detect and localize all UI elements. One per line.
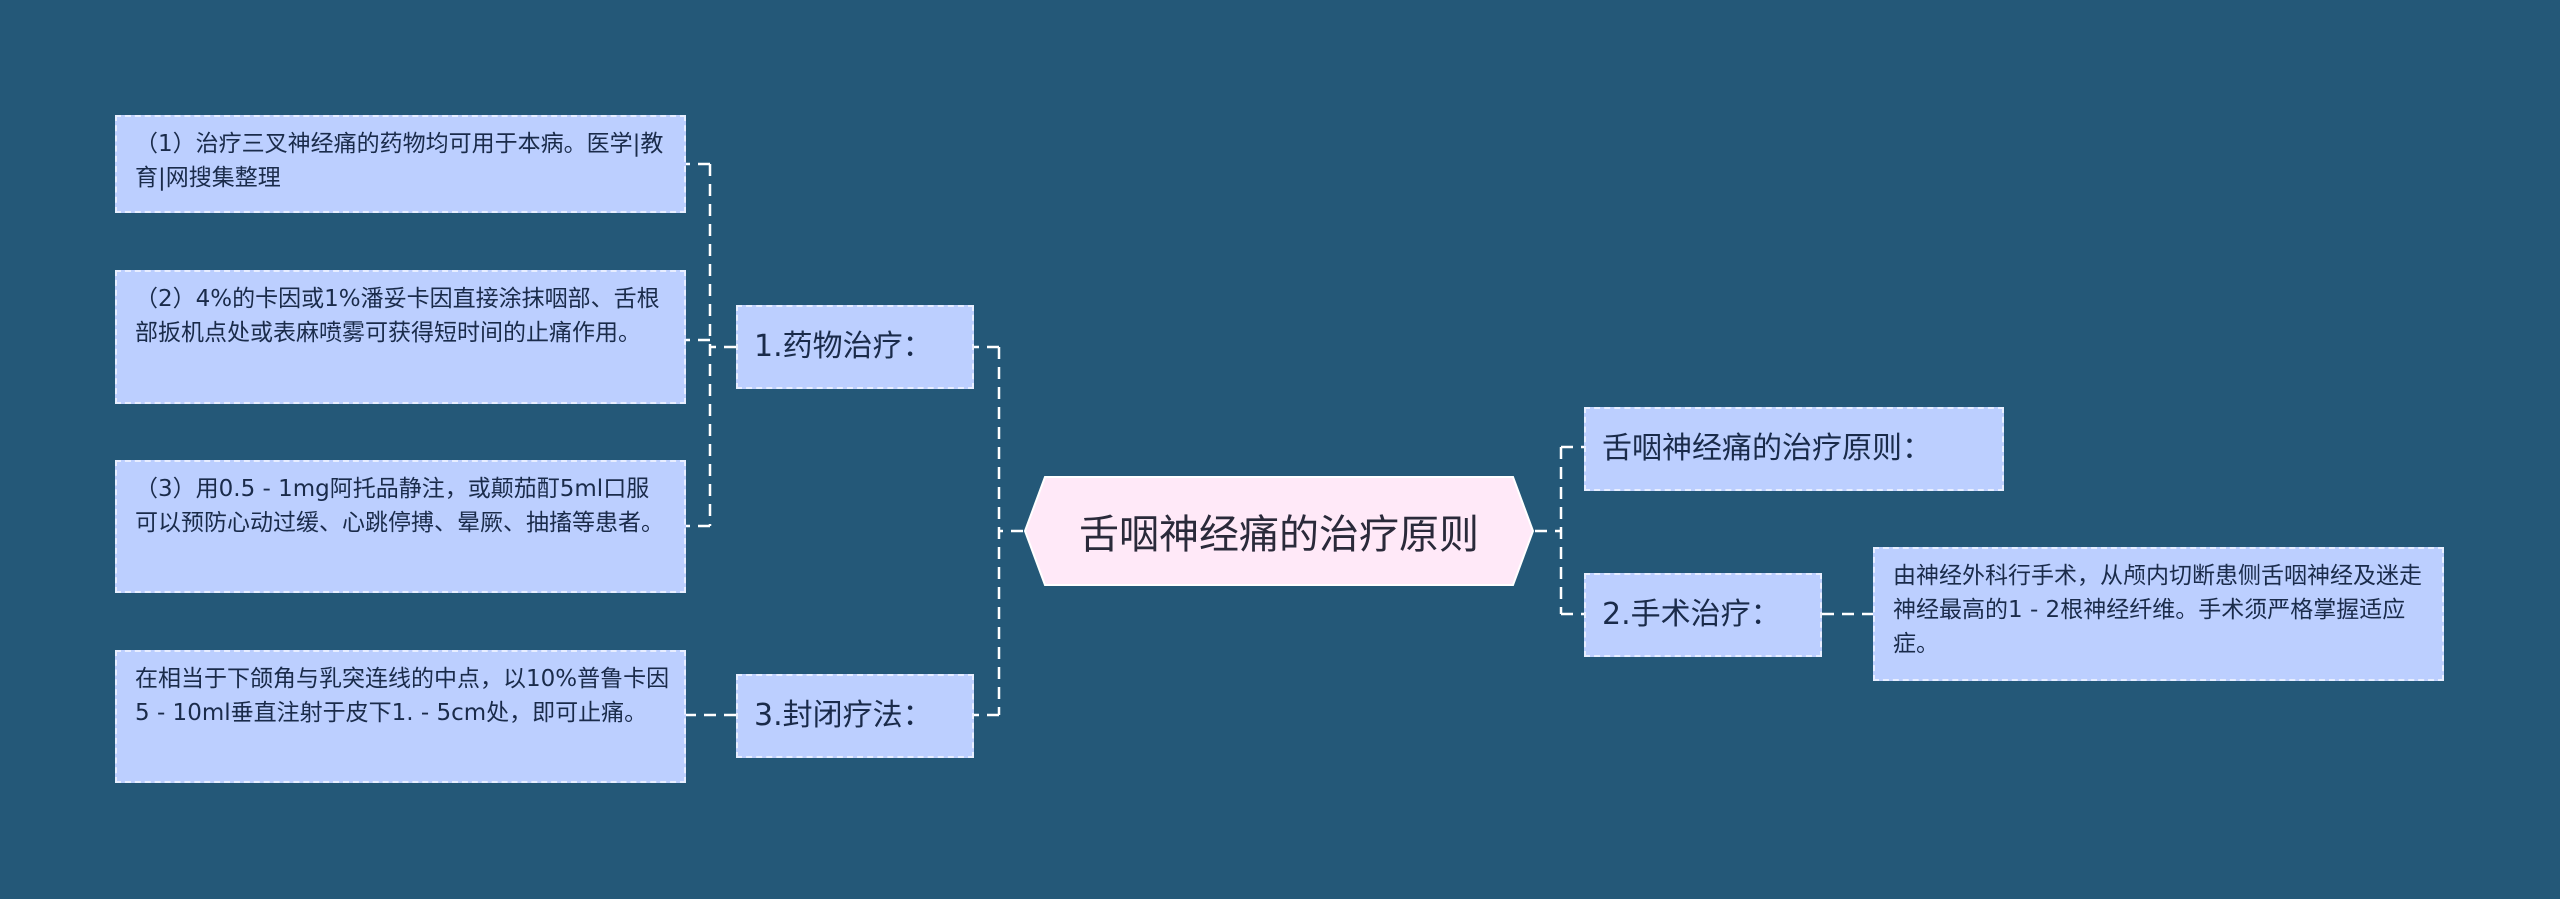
drug-item-2: （2）4%的卡因或1%潘妥卡因直接涂抹咽部、舌根部扳机点处或表麻喷雾可获得短时间… [115,270,686,404]
surgery-item-1: 由神经外科行手术，从颅内切断患侧舌咽神经及迷走神经最高的1 - 2根神经纤维。手… [1873,547,2444,681]
drug-item-2-text: （2）4%的卡因或1%潘妥卡因直接涂抹咽部、舌根部扳机点处或表麻喷雾可获得短时间… [135,286,660,346]
drug-item-1-text: （1）治疗三叉神经痛的药物均可用于本病。医学|教育|网搜集整理 [135,131,664,191]
drug-item-3-text: （3）用0.5 - 1mg阿托品静注，或颠茄酊5ml口服可以预防心动过缓、心跳停… [135,476,664,536]
drug-item-1: （1）治疗三叉神经痛的药物均可用于本病。医学|教育|网搜集整理 [115,115,686,213]
root-hexagon-shape [1023,476,1535,586]
branch-drug-therapy: 1.药物治疗： [736,305,974,389]
drug-item-3: （3）用0.5 - 1mg阿托品静注，或颠茄酊5ml口服可以预防心动过缓、心跳停… [115,460,686,593]
branch-block-therapy: 3.封闭疗法： [736,674,974,758]
surgery-item-1-text: 由神经外科行手术，从颅内切断患侧舌咽神经及迷走神经最高的1 - 2根神经纤维。手… [1893,563,2422,657]
branch-principle: 舌咽神经痛的治疗原则： [1584,407,2004,491]
branch-principle-label: 舌咽神经痛的治疗原则： [1602,431,1932,466]
branch-surgery-label: 2.手术治疗： [1602,597,1781,632]
root-node: 舌咽神经痛的治疗原则 [1023,475,1535,587]
branch-surgery: 2.手术治疗： [1584,573,1822,657]
block-item-1: 在相当于下颌角与乳突连线的中点，以10%普鲁卡因5 - 10ml垂直注射于皮下1… [115,650,686,783]
root-label: 舌咽神经痛的治疗原则 [1079,512,1479,558]
branch-block-therapy-label: 3.封闭疗法： [754,698,933,733]
block-item-1-text: 在相当于下颌角与乳突连线的中点，以10%普鲁卡因5 - 10ml垂直注射于皮下1… [135,666,670,726]
branch-drug-therapy-label: 1.药物治疗： [754,329,933,364]
